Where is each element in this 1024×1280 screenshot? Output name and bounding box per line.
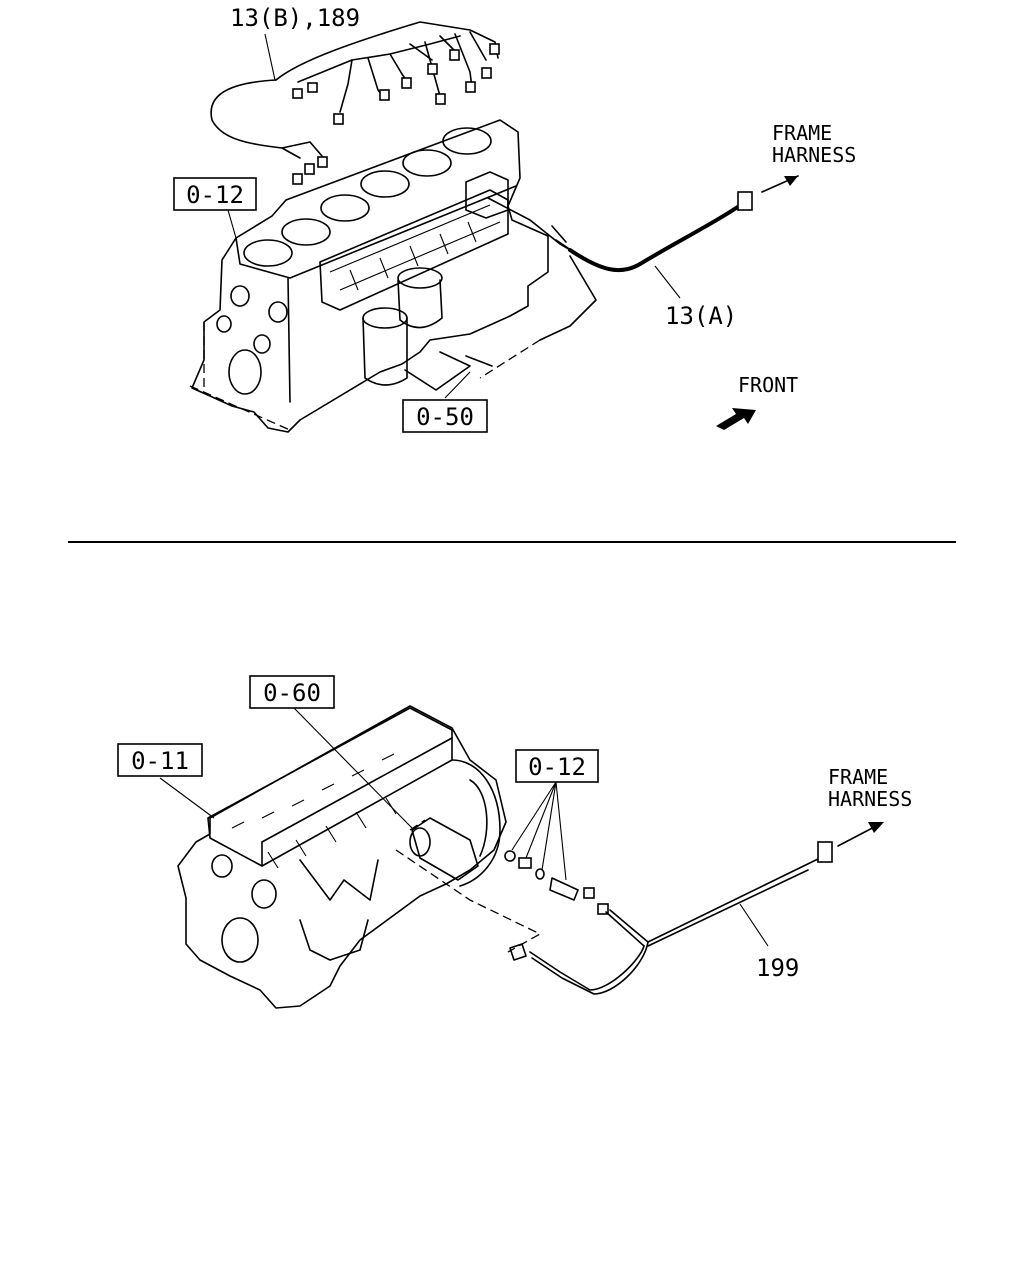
callout-label: 0-60 — [263, 679, 321, 707]
top-callout-filter: 0-50 — [402, 399, 488, 433]
front-label: FRONT — [738, 373, 798, 397]
upper-harness-label: 13(B),189 — [230, 4, 360, 32]
bottom-callout-sensor: 0-12 — [515, 749, 599, 783]
callout-label: 0-11 — [131, 747, 189, 775]
bottom-callout-starter: 0-60 — [249, 675, 335, 709]
frame-harness-label-line1: FRAME — [772, 121, 832, 145]
callout-label: 0-12 — [186, 181, 244, 209]
frame-harness-label-line2: HARNESS — [828, 787, 912, 811]
harness-199-label: 199 — [756, 954, 799, 982]
top-callout-engine: 0-12 — [173, 177, 257, 211]
frame-harness-label-line1: FRAME — [828, 765, 888, 789]
main-harness-label: 13(A) — [665, 302, 737, 330]
callout-label: 0-50 — [416, 403, 474, 431]
top-engine-diagram — [189, 21, 799, 433]
callout-label: 0-12 — [528, 753, 586, 781]
frame-harness-label-line2: HARNESS — [772, 143, 856, 167]
bottom-engine-diagram — [159, 705, 884, 1009]
front-arrow-icon — [716, 408, 756, 430]
main-harness-line — [568, 198, 750, 273]
bottom-callout-engine: 0-11 — [117, 743, 203, 777]
